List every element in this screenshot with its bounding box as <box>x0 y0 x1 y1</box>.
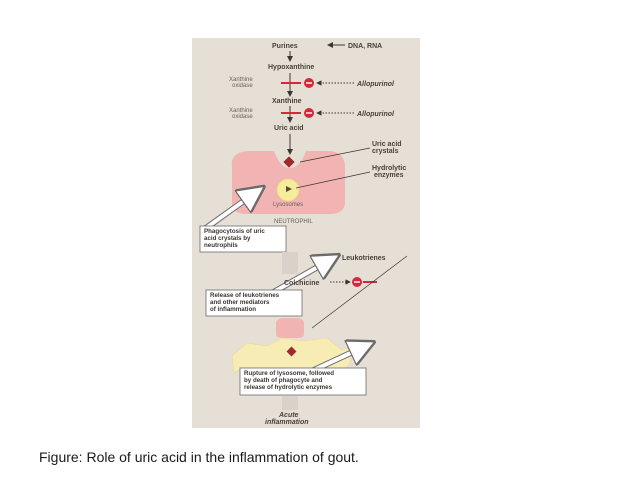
purines-label: Purines <box>272 43 298 50</box>
rupture-line1: Rupture of lysosome, followed <box>244 370 334 377</box>
enzymes-pointer <box>295 171 371 189</box>
phagocytosis-box <box>199 225 287 253</box>
figure-caption: Figure: Role of uric acid in the inflamm… <box>39 449 359 465</box>
acute-line1: Acute <box>278 412 299 419</box>
lysosome-arrow-icon <box>286 186 292 192</box>
xanthine-oxidase-2-line2: oxidase <box>232 114 253 120</box>
rupture-line2: by death of phagocyte and <box>244 377 323 384</box>
release-line1: Release of leukotrienes <box>210 292 280 299</box>
phagocytosis-line1: Phagocytosis of uric <box>204 228 265 235</box>
xanthine-oxidase-2-line1: Xanthine <box>229 108 253 114</box>
release-line3: of inflammation <box>210 306 256 313</box>
uric-acid-crystals-line2: crystals <box>372 148 399 155</box>
uric-acid-crystal-1 <box>283 156 295 168</box>
leukotrienes-pointer <box>311 255 408 329</box>
diagram-panel: Purines DNA, RNA Hypoxanthine Xanthine o… <box>192 38 420 428</box>
allopurinol-label-1: Allopurinol <box>356 81 395 88</box>
phagocytosis-line3: neutrophils <box>204 242 238 249</box>
rupture-box <box>239 367 367 396</box>
xanthine-label: Xanthine <box>272 98 302 105</box>
acute-line2: inflammation <box>265 419 309 426</box>
release-line2: and other mediators <box>210 299 270 306</box>
lysosomes-label: Lysosomes <box>273 202 303 208</box>
rupture-line3: release of hydrolytic enzymes <box>244 384 333 391</box>
crystals-pointer <box>299 147 371 163</box>
neutrophil-cell-small <box>276 318 304 338</box>
hydrolytic-enzymes-line2: enzymes <box>374 172 404 179</box>
phagocytosis-line2: acid crystals by <box>204 235 251 242</box>
gout-pathway-diagram: Purines DNA, RNA Hypoxanthine Xanthine o… <box>199 42 408 426</box>
uric-acid-label: Uric acid <box>274 125 304 132</box>
phagocytosis-arrow <box>204 188 262 230</box>
rupture-arrow <box>312 343 372 372</box>
neutrophil-label: NEUTROPHIL <box>274 219 313 225</box>
release-box <box>205 289 303 317</box>
allopurinol-label-2: Allopurinol <box>356 111 395 118</box>
xanthine-oxidase-1-line1: Xanthine <box>229 77 253 83</box>
xanthine-oxidase-1-line2: oxidase <box>232 83 253 89</box>
hydrolytic-enzymes-line1: Hydrolytic <box>372 165 406 172</box>
dna-rna-label: DNA, RNA <box>348 43 382 50</box>
leukotrienes-arrow <box>270 256 337 295</box>
flow-arrow-1 <box>282 252 298 274</box>
uric-acid-crystals-line1: Uric acid <box>372 141 402 148</box>
flow-arrow-2 <box>282 396 298 410</box>
leukotrienes-label: Leukotrienes <box>342 255 386 262</box>
colchicine-label: Colchicine <box>284 280 320 287</box>
hypoxanthine-label: Hypoxanthine <box>268 64 314 71</box>
